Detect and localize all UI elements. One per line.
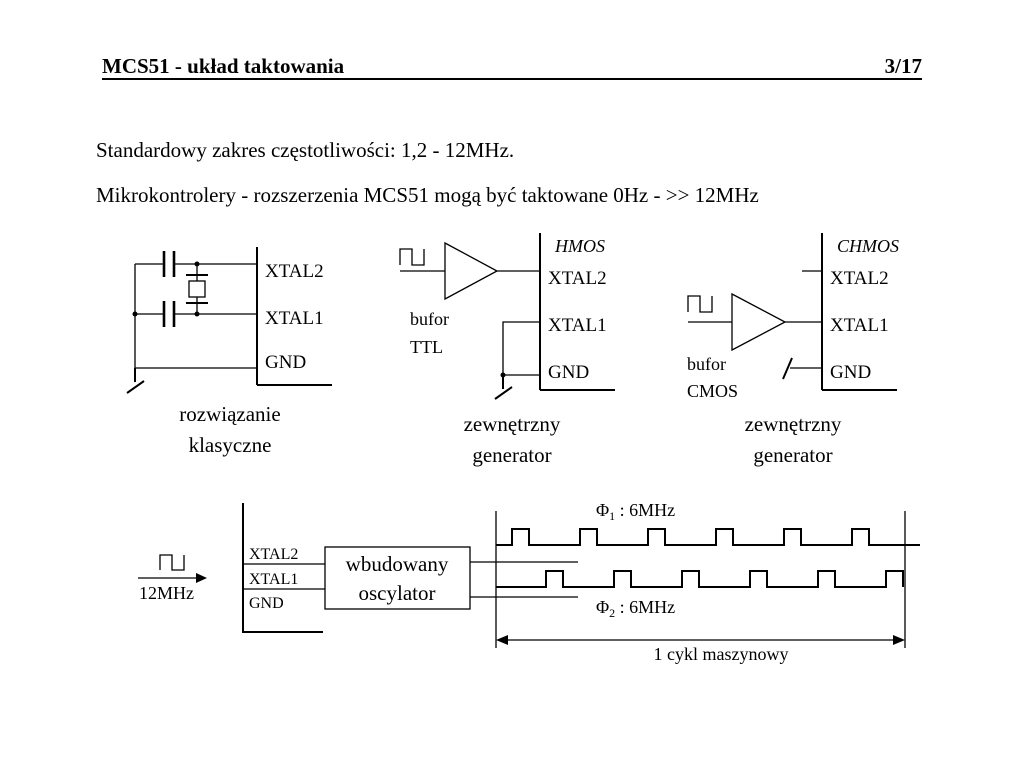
extended-clock-text: Mikrokontrolery - rozszerzenia MCS51 mog…	[96, 183, 759, 207]
classic-crystal-circuit: XTAL2 XTAL1 GND rozwiązanie klasyczne	[126, 247, 332, 457]
phi1-waveform	[496, 528, 920, 546]
ground-icon	[494, 375, 513, 400]
junction-dot	[194, 311, 200, 317]
caption-line1: rozwiązanie	[179, 402, 280, 426]
buffer-label-line1: bufor	[410, 309, 449, 329]
machine-cycle-label: 1 cykl maszynowy	[654, 644, 789, 664]
xtal1-gnd-wire-hmos	[502, 321, 540, 376]
arrow-head-icon	[496, 635, 508, 645]
pin-label-gnd: GND	[548, 362, 589, 383]
caption-line2: klasyczne	[189, 433, 272, 457]
junction-dot	[194, 261, 200, 267]
oscillator-label-line1: wbudowany	[346, 552, 449, 576]
input-frequency-label: 12MHz	[139, 583, 194, 603]
arrow-head-icon	[893, 635, 905, 645]
pin-label-xtal2: XTAL2	[265, 261, 324, 282]
oscillator-block	[324, 546, 471, 610]
square-wave-icon	[159, 554, 185, 571]
capacitor-c1	[162, 251, 176, 277]
phi1-label: Φ1 : 6MHz	[596, 500, 675, 523]
pin-label-xtal1: XTAL1	[265, 308, 324, 329]
phi2-waveform	[496, 570, 904, 588]
pin-label-xtal2: XTAL2	[548, 268, 607, 289]
pin-label-xtal1: XTAL1	[249, 571, 298, 588]
cycle-boundary-lines	[495, 511, 906, 648]
square-wave-icon	[399, 248, 425, 266]
internal-oscillator-diagram: 12MHz XTAL2 XTAL1 GND wbudowany oscylato…	[138, 500, 920, 664]
buffer-label-line2: CMOS	[687, 381, 738, 401]
capacitor-c2	[162, 301, 176, 327]
arrow-head-icon	[196, 573, 207, 583]
pin-label-xtal1: XTAL1	[830, 315, 889, 336]
frequency-range-text: Standardowy zakres częstotliwości: 1,2 -…	[96, 138, 515, 162]
pin-wires-osc	[243, 563, 325, 590]
title-bar: MCS51 - układ taktowania 3/17	[102, 52, 922, 80]
pin-label-gnd: GND	[265, 352, 306, 373]
pin-label-gnd: GND	[830, 362, 871, 383]
caption-line1: zewnętrzny	[745, 412, 842, 436]
buffer-cmos-icon	[731, 292, 787, 352]
junction-dot	[132, 311, 138, 317]
tech-label-chmos: CHMOS	[837, 236, 899, 256]
buffer-ttl-icon	[444, 241, 499, 301]
pin-label-xtal2: XTAL2	[249, 546, 298, 563]
pin-label-xtal2: XTAL2	[830, 268, 889, 289]
square-wave-icon	[687, 295, 713, 313]
buffer-label-line2: TTL	[410, 337, 443, 357]
phi2-label: Φ2 : 6MHz	[596, 597, 675, 620]
slide-title: MCS51 - układ taktowania	[102, 54, 345, 78]
buffer-label-line1: bufor	[687, 354, 726, 374]
crystal-plates	[186, 274, 208, 304]
oscillator-label-line2: oscylator	[359, 581, 436, 605]
crystal-icon	[188, 280, 206, 298]
tech-label-hmos: HMOS	[554, 236, 605, 256]
hmos-external-generator: HMOS bufor TTL XTAL2 XTAL1 GND zewnętrzn…	[399, 233, 615, 467]
caption-line2: generator	[472, 443, 551, 467]
chmos-external-generator: CHMOS bufor CMOS XTAL2 XTAL1 GND zewnętr…	[687, 233, 899, 467]
ground-icon	[126, 368, 145, 394]
pin-label-xtal1: XTAL1	[548, 315, 607, 336]
page-number: 3/17	[884, 54, 922, 78]
pin-label-gnd: GND	[249, 595, 284, 612]
ground-icon	[782, 357, 793, 380]
caption-line1: zewnętrzny	[464, 412, 561, 436]
caption-line2: generator	[753, 443, 832, 467]
